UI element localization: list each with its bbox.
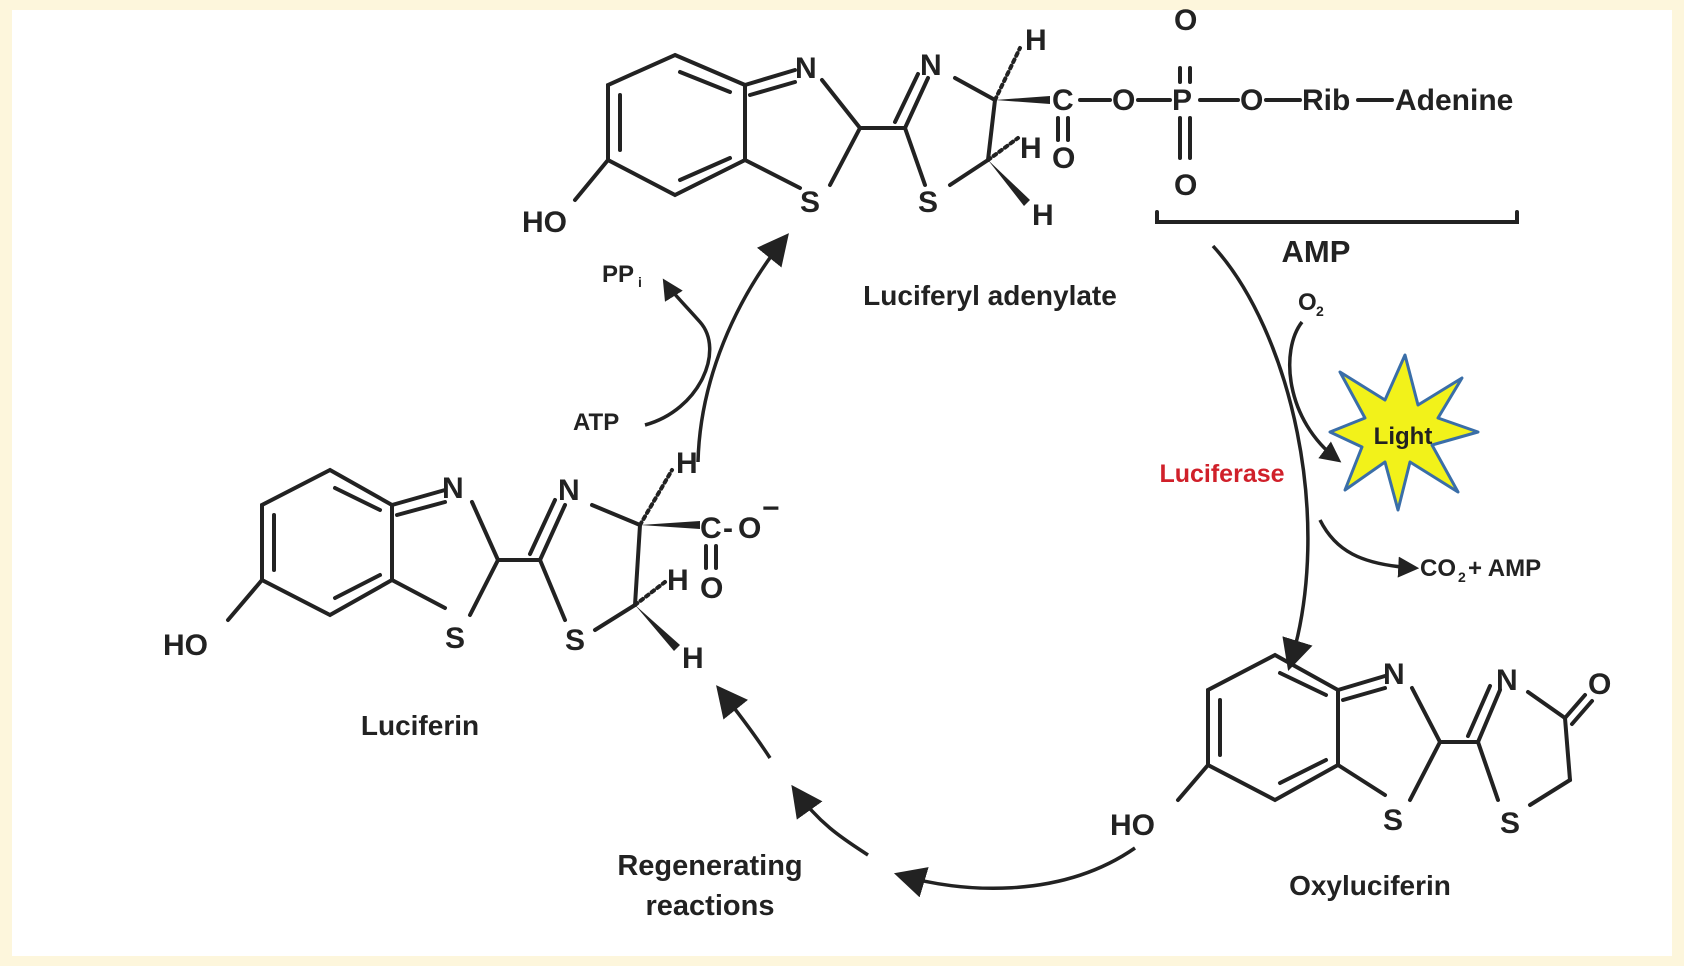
arrow-regen-3	[716, 685, 772, 759]
atom-dash: -	[723, 512, 733, 545]
label-reactions: reactions	[646, 890, 775, 922]
arrow-o2-in	[1287, 320, 1342, 463]
atom-s: S	[800, 186, 820, 219]
atom-h: H	[1025, 24, 1047, 57]
benzene-ring	[606, 52, 747, 198]
arrow-co2-out	[1318, 519, 1420, 578]
atom-s: S	[445, 622, 465, 655]
arrow-regen-2	[791, 784, 869, 857]
oxyluciferin-structure: N S N S O HO	[1110, 652, 1611, 842]
light-starburst	[1328, 353, 1480, 512]
atom-o: O	[1240, 84, 1263, 117]
atom-o: O	[1174, 4, 1197, 37]
label-adenine: Adenine	[1395, 84, 1513, 117]
label-rib: Rib	[1302, 84, 1350, 117]
atom-n: N	[1496, 664, 1518, 697]
atom-o: O	[1174, 169, 1197, 202]
atom-s: S	[1500, 807, 1520, 840]
atom-s: S	[918, 186, 938, 219]
label-ppi-sub: i	[638, 274, 642, 290]
atom-o: O	[700, 572, 723, 605]
label-luciferyl-adenylate: Luciferyl adenylate	[863, 280, 1117, 311]
atom-o: O	[1052, 142, 1075, 175]
arrow-oxidation	[1211, 244, 1313, 672]
atom-h: H	[667, 564, 689, 597]
benzene-ring	[1206, 652, 1340, 803]
label-co2: CO	[1420, 555, 1456, 582]
atom-p: P	[1172, 84, 1192, 117]
label-ppi: PP	[602, 261, 634, 288]
label-oxyluciferin: Oxyluciferin	[1289, 870, 1451, 901]
atom-ho: HO	[163, 629, 208, 662]
amp-bracket	[1155, 210, 1519, 224]
label-atp: ATP	[573, 409, 619, 436]
label-luciferase: Luciferase	[1159, 460, 1284, 488]
arrow-regen-1	[893, 846, 1136, 898]
label-co2-sub: 2	[1458, 569, 1466, 585]
atom-o: O	[738, 512, 761, 545]
atom-o: O	[1588, 668, 1611, 701]
atom-h: H	[1032, 199, 1054, 232]
label-plus-amp: + AMP	[1468, 555, 1541, 582]
label-luciferin: Luciferin	[361, 710, 479, 741]
luciferin-structure: N S N S H H H C - O − O HO	[163, 447, 780, 675]
atom-c: C	[700, 512, 722, 545]
atom-s: S	[565, 624, 585, 657]
benzene-ring	[260, 467, 394, 618]
label-amp: AMP	[1282, 234, 1351, 269]
luciferyl-adenylate-structure: N S N S H H H C O	[522, 4, 1519, 269]
atom-h: H	[682, 642, 704, 675]
atom-n: N	[920, 49, 942, 82]
atom-n: N	[442, 472, 464, 505]
atom-c: C	[1052, 84, 1074, 117]
atom-s: S	[1383, 804, 1403, 837]
charge-minus: −	[762, 492, 780, 525]
atom-n: N	[795, 52, 817, 85]
label-regenerating: Regenerating	[617, 850, 802, 882]
label-light: Light	[1374, 423, 1433, 450]
atom-ho: HO	[522, 206, 567, 239]
arrow-activation	[696, 233, 789, 463]
atom-n: N	[558, 474, 580, 507]
arrow-atp-ppi	[644, 278, 712, 427]
atom-h: H	[676, 447, 698, 480]
atom-ho: HO	[1110, 809, 1155, 842]
atom-o: O	[1112, 84, 1135, 117]
label-o2: O	[1298, 289, 1317, 316]
label-o2-sub: 2	[1316, 303, 1324, 319]
atom-n: N	[1383, 658, 1405, 691]
atom-h: H	[1020, 132, 1042, 165]
